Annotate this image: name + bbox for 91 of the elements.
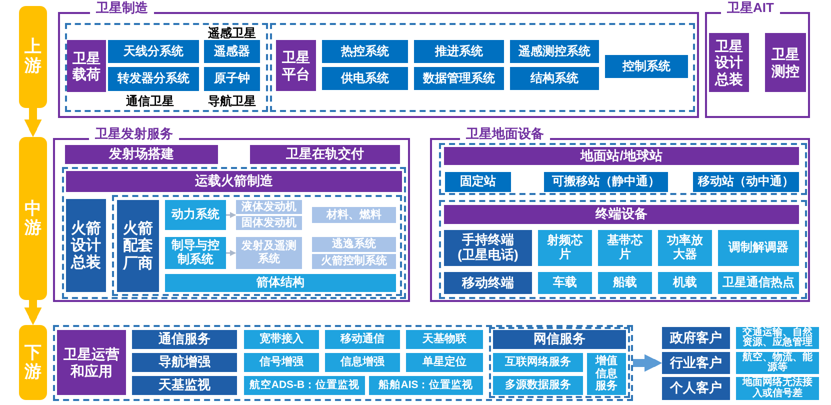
item-box: 车载: [538, 272, 592, 294]
item-box: 机载: [658, 272, 712, 294]
category-box: 卫星设计总装: [709, 33, 749, 92]
dashed-group-frame: [62, 167, 406, 299]
subitem-box: 火箭控制系统: [312, 254, 396, 269]
item-box: 制导与控制系统: [165, 237, 226, 269]
component-box: 原子钟: [204, 67, 260, 91]
component-box: 天基监视: [132, 376, 237, 395]
item-box: 船载: [598, 272, 652, 294]
component-box: 遥感测控系统: [510, 40, 599, 63]
item-box: 天基物联: [406, 330, 483, 349]
category-box: 卫星载荷: [67, 40, 106, 92]
component-box: 转发器分系统: [108, 67, 199, 91]
dashed-group-frame: [489, 327, 630, 398]
component-box: 导航增强: [132, 353, 237, 372]
item-box: 动力系统: [165, 200, 226, 230]
group-title: 卫星发射服务: [89, 126, 179, 142]
item-box: 互联网络服务: [493, 353, 583, 372]
component-box: 结构系统: [510, 67, 599, 90]
item-box: 功率放大器: [658, 230, 712, 266]
stage-bar: [19, 137, 47, 300]
component-box: 数据管理系统: [414, 67, 504, 90]
dashed-group-frame: [270, 23, 695, 112]
item-box: 箭体结构: [165, 274, 396, 292]
component-box: 行业客户: [662, 352, 730, 374]
item-box: 宽带接入: [244, 330, 319, 349]
stage-label: 中游: [24, 200, 42, 238]
component-box: 推进系统: [414, 40, 504, 63]
component-box: 可搬移站（静中通）: [544, 172, 668, 192]
item-box: 信息增强: [325, 353, 400, 372]
dashed-group-frame: [53, 325, 633, 401]
arrow: [226, 212, 236, 218]
category-box: 卫星在轨交付: [250, 145, 400, 164]
component-box: 天线分系统: [108, 40, 199, 63]
category-box: 卫星测控: [765, 33, 806, 92]
subitem-box: 固体发动机: [236, 216, 302, 230]
component-box: 热控系统: [322, 40, 408, 63]
arrow: [24, 108, 42, 137]
item-box: 船舶AIS：位置监视: [369, 376, 483, 395]
component-box: 火箭配套厂商: [117, 200, 159, 292]
arrow: [226, 250, 236, 256]
category-label: 导航卫星: [208, 94, 256, 108]
dashed-group-frame: [65, 23, 268, 112]
component-box: 遥感器: [204, 40, 260, 63]
category-box: 终端设备: [444, 205, 799, 224]
subitem-box: 逃逸系统: [312, 237, 396, 252]
subitem-box: 液体发动机: [236, 200, 302, 214]
stage-label: 上游: [24, 38, 42, 76]
component-box: 移动站（动中通）: [693, 172, 799, 192]
subitem-box: 材料、燃料: [312, 207, 396, 223]
item-box: 信号增强: [244, 353, 319, 372]
item-box: 增值信息服务: [587, 353, 626, 395]
stage-bar: [19, 325, 47, 400]
stage-bar: [19, 6, 47, 108]
category-label: 通信卫星: [126, 94, 174, 108]
group-title: 卫星地面设备: [460, 126, 550, 142]
category-box: 地面站/地球站: [444, 147, 799, 165]
component-box: 控制系统: [605, 55, 688, 78]
component-box: 火箭设计总装: [66, 199, 106, 292]
subitem-box: 发射及遥测系统: [236, 237, 302, 269]
component-box: 个人客户: [662, 377, 730, 400]
item-box: 调制解调器: [718, 230, 799, 266]
item-box: 单星定位: [406, 353, 483, 372]
component-box: 移动终端: [444, 272, 532, 294]
item-box: 射频芯片: [538, 230, 592, 266]
component-box: 政府客户: [662, 327, 730, 349]
dashed-group-frame: [439, 200, 807, 299]
item-box: 航空ADS-B：位置监视: [244, 376, 365, 395]
category-box: 卫星运营和应用: [57, 330, 126, 395]
dashed-group-frame: [439, 143, 807, 195]
item-box: 卫星通信热点: [718, 272, 799, 294]
component-box: 网信服务: [493, 330, 626, 349]
dashed-group-frame: [112, 195, 402, 296]
arrow: [633, 354, 662, 372]
arrow: [24, 300, 42, 325]
item-box: 移动通信: [325, 330, 400, 349]
item-box: 多源数据服务: [493, 376, 583, 395]
component-box: 手持终端(卫星电话): [444, 230, 532, 266]
component-box: 供电系统: [322, 67, 408, 90]
group-title: 卫星制造: [90, 0, 154, 16]
stage-label: 下游: [24, 344, 42, 382]
category-box: 卫星平台: [276, 40, 316, 91]
group-title: 卫星AIT: [721, 0, 780, 16]
item-box: 地面网络无法接入或信号差: [736, 377, 819, 400]
component-box: 通信服务: [132, 330, 237, 349]
category-box: 运载火箭制造: [66, 171, 402, 192]
component-box: 固定站: [445, 172, 511, 192]
category-label: 遥感卫星: [208, 26, 256, 40]
category-box: 发射场搭建: [65, 145, 218, 164]
item-box: 航空、物流、能源等: [736, 352, 819, 374]
item-box: 基带芯片: [598, 230, 652, 266]
